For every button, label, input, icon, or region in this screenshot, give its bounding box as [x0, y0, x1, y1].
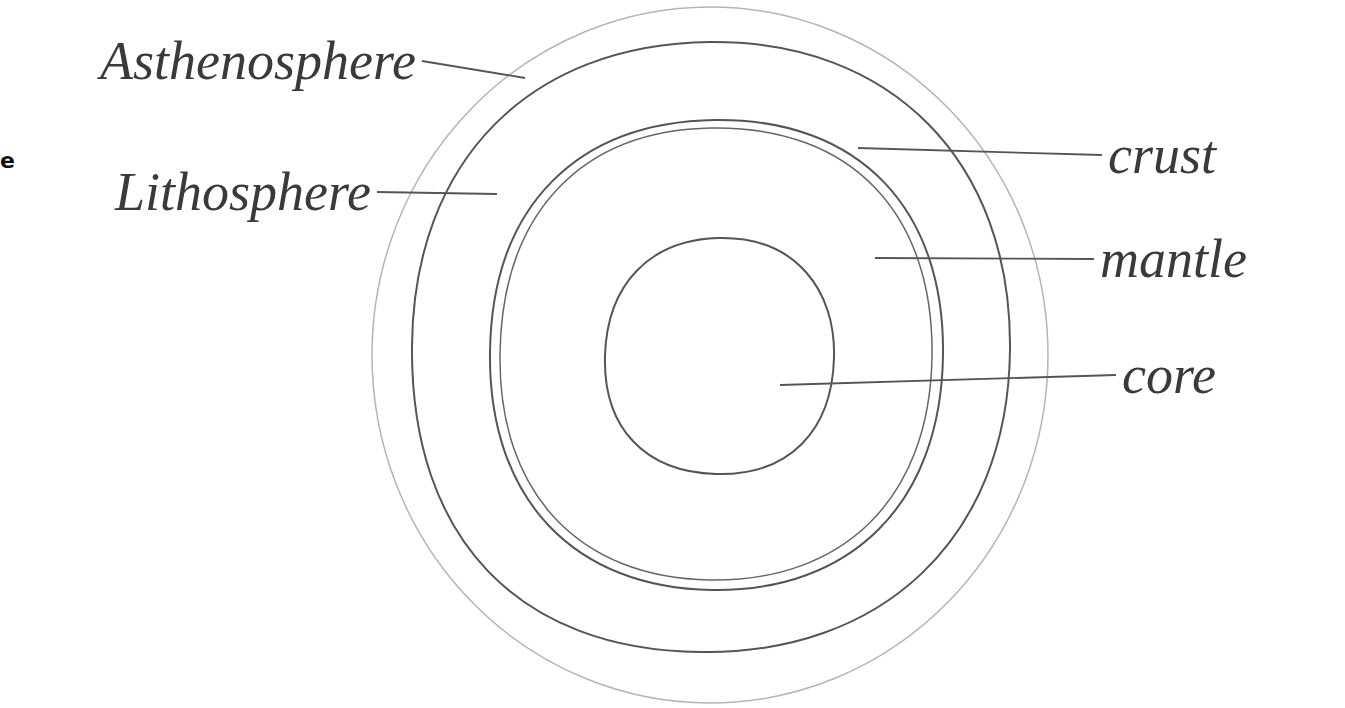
outer-circle — [372, 7, 1048, 703]
crust-outer-line — [490, 120, 943, 590]
layer-label: mantle — [1100, 232, 1247, 286]
core-circle — [605, 238, 834, 474]
fragment-letter: e — [0, 150, 15, 172]
leader-line — [377, 192, 497, 194]
leader-line — [858, 148, 1102, 155]
layer-label: crust — [1108, 128, 1216, 182]
crust-inner-line — [500, 128, 932, 580]
layer-label: core — [1122, 348, 1216, 402]
leader-line — [780, 375, 1116, 385]
leader-line — [875, 258, 1094, 259]
layer-label: Asthenosphere — [100, 34, 416, 88]
lithosphere-boundary — [412, 42, 1010, 652]
leader-line — [422, 61, 525, 78]
layer-label: Lithosphere — [115, 165, 371, 219]
